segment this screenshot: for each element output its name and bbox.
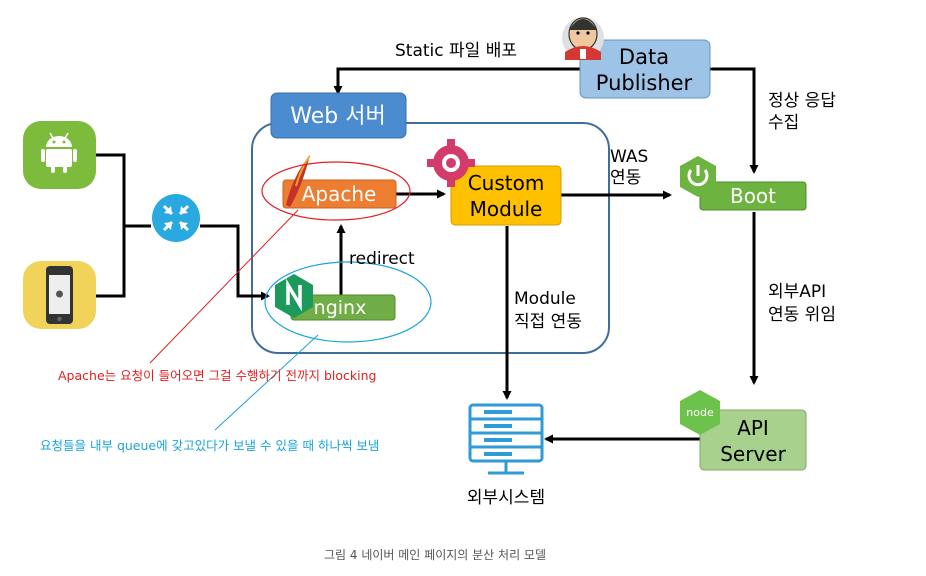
- spring-power-icon: [680, 156, 716, 197]
- module-direct-label-2: 직접 연동: [514, 312, 582, 332]
- web-server-label: Web 서버: [290, 104, 385, 129]
- external-api-label-2: 연동 위임: [768, 305, 836, 325]
- apache-note: Apache는 요청이 들어오면 그걸 수행하기 전까지 blocking: [58, 368, 376, 383]
- nodejs-icon: node: [680, 390, 720, 435]
- data-publisher-label-2: Publisher: [596, 71, 693, 95]
- web-server-node: Web 서버: [270, 92, 407, 139]
- was-label-2: 연동: [610, 168, 641, 188]
- data-publisher-node: Data Publisher: [579, 39, 711, 99]
- router-to-nginx-line: [200, 224, 270, 301]
- iphone-icon: [46, 266, 73, 324]
- normal-response-label-2: 수집: [768, 113, 799, 133]
- api-server-label-2: Server: [720, 442, 786, 466]
- redirect-label: redirect: [349, 249, 415, 269]
- nginx-node: nginx: [290, 294, 396, 321]
- nginx-note-leader: [214, 334, 319, 431]
- static-deploy-arrow: [333, 64, 587, 95]
- module-gear-icon: [427, 139, 475, 187]
- apache-label: Apache: [302, 182, 377, 206]
- api-server-node: API Server: [699, 409, 807, 471]
- apache-highlight-ring: [261, 161, 411, 221]
- boot-label: Boot: [730, 184, 776, 208]
- external-system-label: 외부시스템: [467, 488, 545, 508]
- publisher-boot-arrow: [705, 64, 759, 174]
- module-direct-label-1: Module: [514, 289, 576, 309]
- custom-module-label-1: Custom: [468, 171, 545, 195]
- apache-note-leader: [149, 209, 299, 364]
- data-publisher-label-1: Data: [619, 45, 669, 69]
- was-label-1: WAS: [610, 147, 648, 167]
- router-icon: [152, 194, 200, 242]
- apache-node: Apache: [282, 155, 397, 209]
- external-system-icon: [468, 403, 544, 475]
- figure-caption: 그림 4 네이버 메인 페이지의 분산 처리 모델: [324, 548, 546, 562]
- jenkins-icon: [562, 17, 604, 60]
- normal-response-label-1: 정상 응답: [768, 91, 836, 111]
- boot-node: Boot: [699, 181, 807, 211]
- iphone-device: [23, 261, 96, 329]
- custom-module-node: Custom Module: [450, 165, 562, 226]
- nginx-highlight-ring: [264, 261, 432, 343]
- android-icon: [41, 132, 77, 173]
- android-to-hub: [96, 153, 126, 226]
- node-badge-label: node: [686, 406, 714, 419]
- nginx-icon: [275, 274, 313, 318]
- web-server-container: [251, 122, 610, 354]
- nginx-label: nginx: [314, 297, 367, 319]
- api-server-label-1: API: [737, 416, 769, 440]
- iphone-to-hub: [96, 226, 126, 298]
- android-device: [23, 121, 96, 189]
- connectors: [96, 64, 759, 444]
- custom-module-label-2: Module: [470, 197, 543, 221]
- static-deploy-label: Static 파일 배포: [395, 41, 517, 61]
- external-api-label-1: 외부API: [768, 282, 826, 302]
- nginx-note: 요청들을 내부 queue에 갖고있다가 보낼 수 있을 때 하나씩 보냄: [40, 438, 379, 453]
